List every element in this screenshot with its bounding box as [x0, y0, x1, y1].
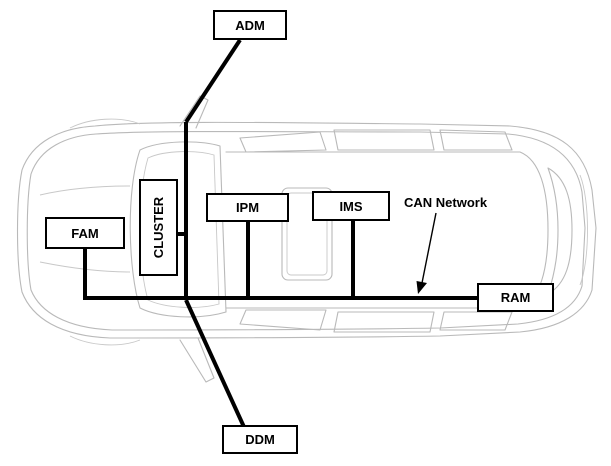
car-body-inner-line	[26, 130, 586, 331]
module-adm-box	[213, 10, 287, 40]
side-window-bottom-mid	[333, 311, 435, 333]
side-window-top-front	[239, 131, 327, 153]
can-bus-ddm-branch	[184, 299, 246, 428]
mirror-bottom	[179, 337, 215, 383]
module-adm-label: ADM	[235, 18, 265, 33]
sunroof	[281, 187, 333, 281]
side-window-top-rear	[439, 129, 513, 151]
can-bus-wiring	[83, 38, 480, 428]
module-cluster: CLUSTER	[139, 179, 178, 276]
module-ram: RAM	[477, 283, 554, 312]
module-cluster-box	[139, 179, 178, 276]
module-ims: IMS	[312, 191, 390, 221]
module-ipm: IPM	[206, 193, 289, 222]
rear-window	[547, 167, 573, 295]
module-ram-label: RAM	[501, 290, 531, 305]
module-ims-label: IMS	[339, 199, 362, 214]
can-network-annotation: CAN Network	[404, 195, 488, 294]
rear-bumper-line	[579, 174, 588, 286]
module-ddm-box	[222, 425, 298, 454]
car-body-outline	[16, 121, 597, 339]
front-fender-top	[69, 118, 141, 129]
module-fam-label: FAM	[71, 226, 98, 241]
module-adm: ADM	[213, 10, 287, 40]
module-cluster-label: CLUSTER	[151, 196, 166, 258]
module-fam-box	[45, 217, 125, 249]
module-ddm-label: DDM	[245, 432, 275, 447]
vehicle-outline	[16, 95, 597, 383]
module-ipm-box	[206, 193, 289, 222]
side-window-bottom-front	[239, 309, 327, 331]
module-ipm-label: IPM	[236, 200, 259, 215]
module-ims-box	[312, 191, 390, 221]
can-network-label: CAN Network	[404, 195, 488, 210]
sunroof-inner	[286, 192, 328, 276]
front-fender-bottom	[69, 335, 141, 346]
module-fam: FAM	[45, 217, 125, 249]
can-bus-adm-branch	[184, 38, 242, 124]
module-ddm: DDM	[222, 425, 298, 454]
can-network-arrow-head	[416, 281, 427, 294]
can-network-arrow-line	[421, 212, 437, 284]
module-ram-box	[477, 283, 554, 312]
side-window-top-mid	[333, 129, 435, 151]
